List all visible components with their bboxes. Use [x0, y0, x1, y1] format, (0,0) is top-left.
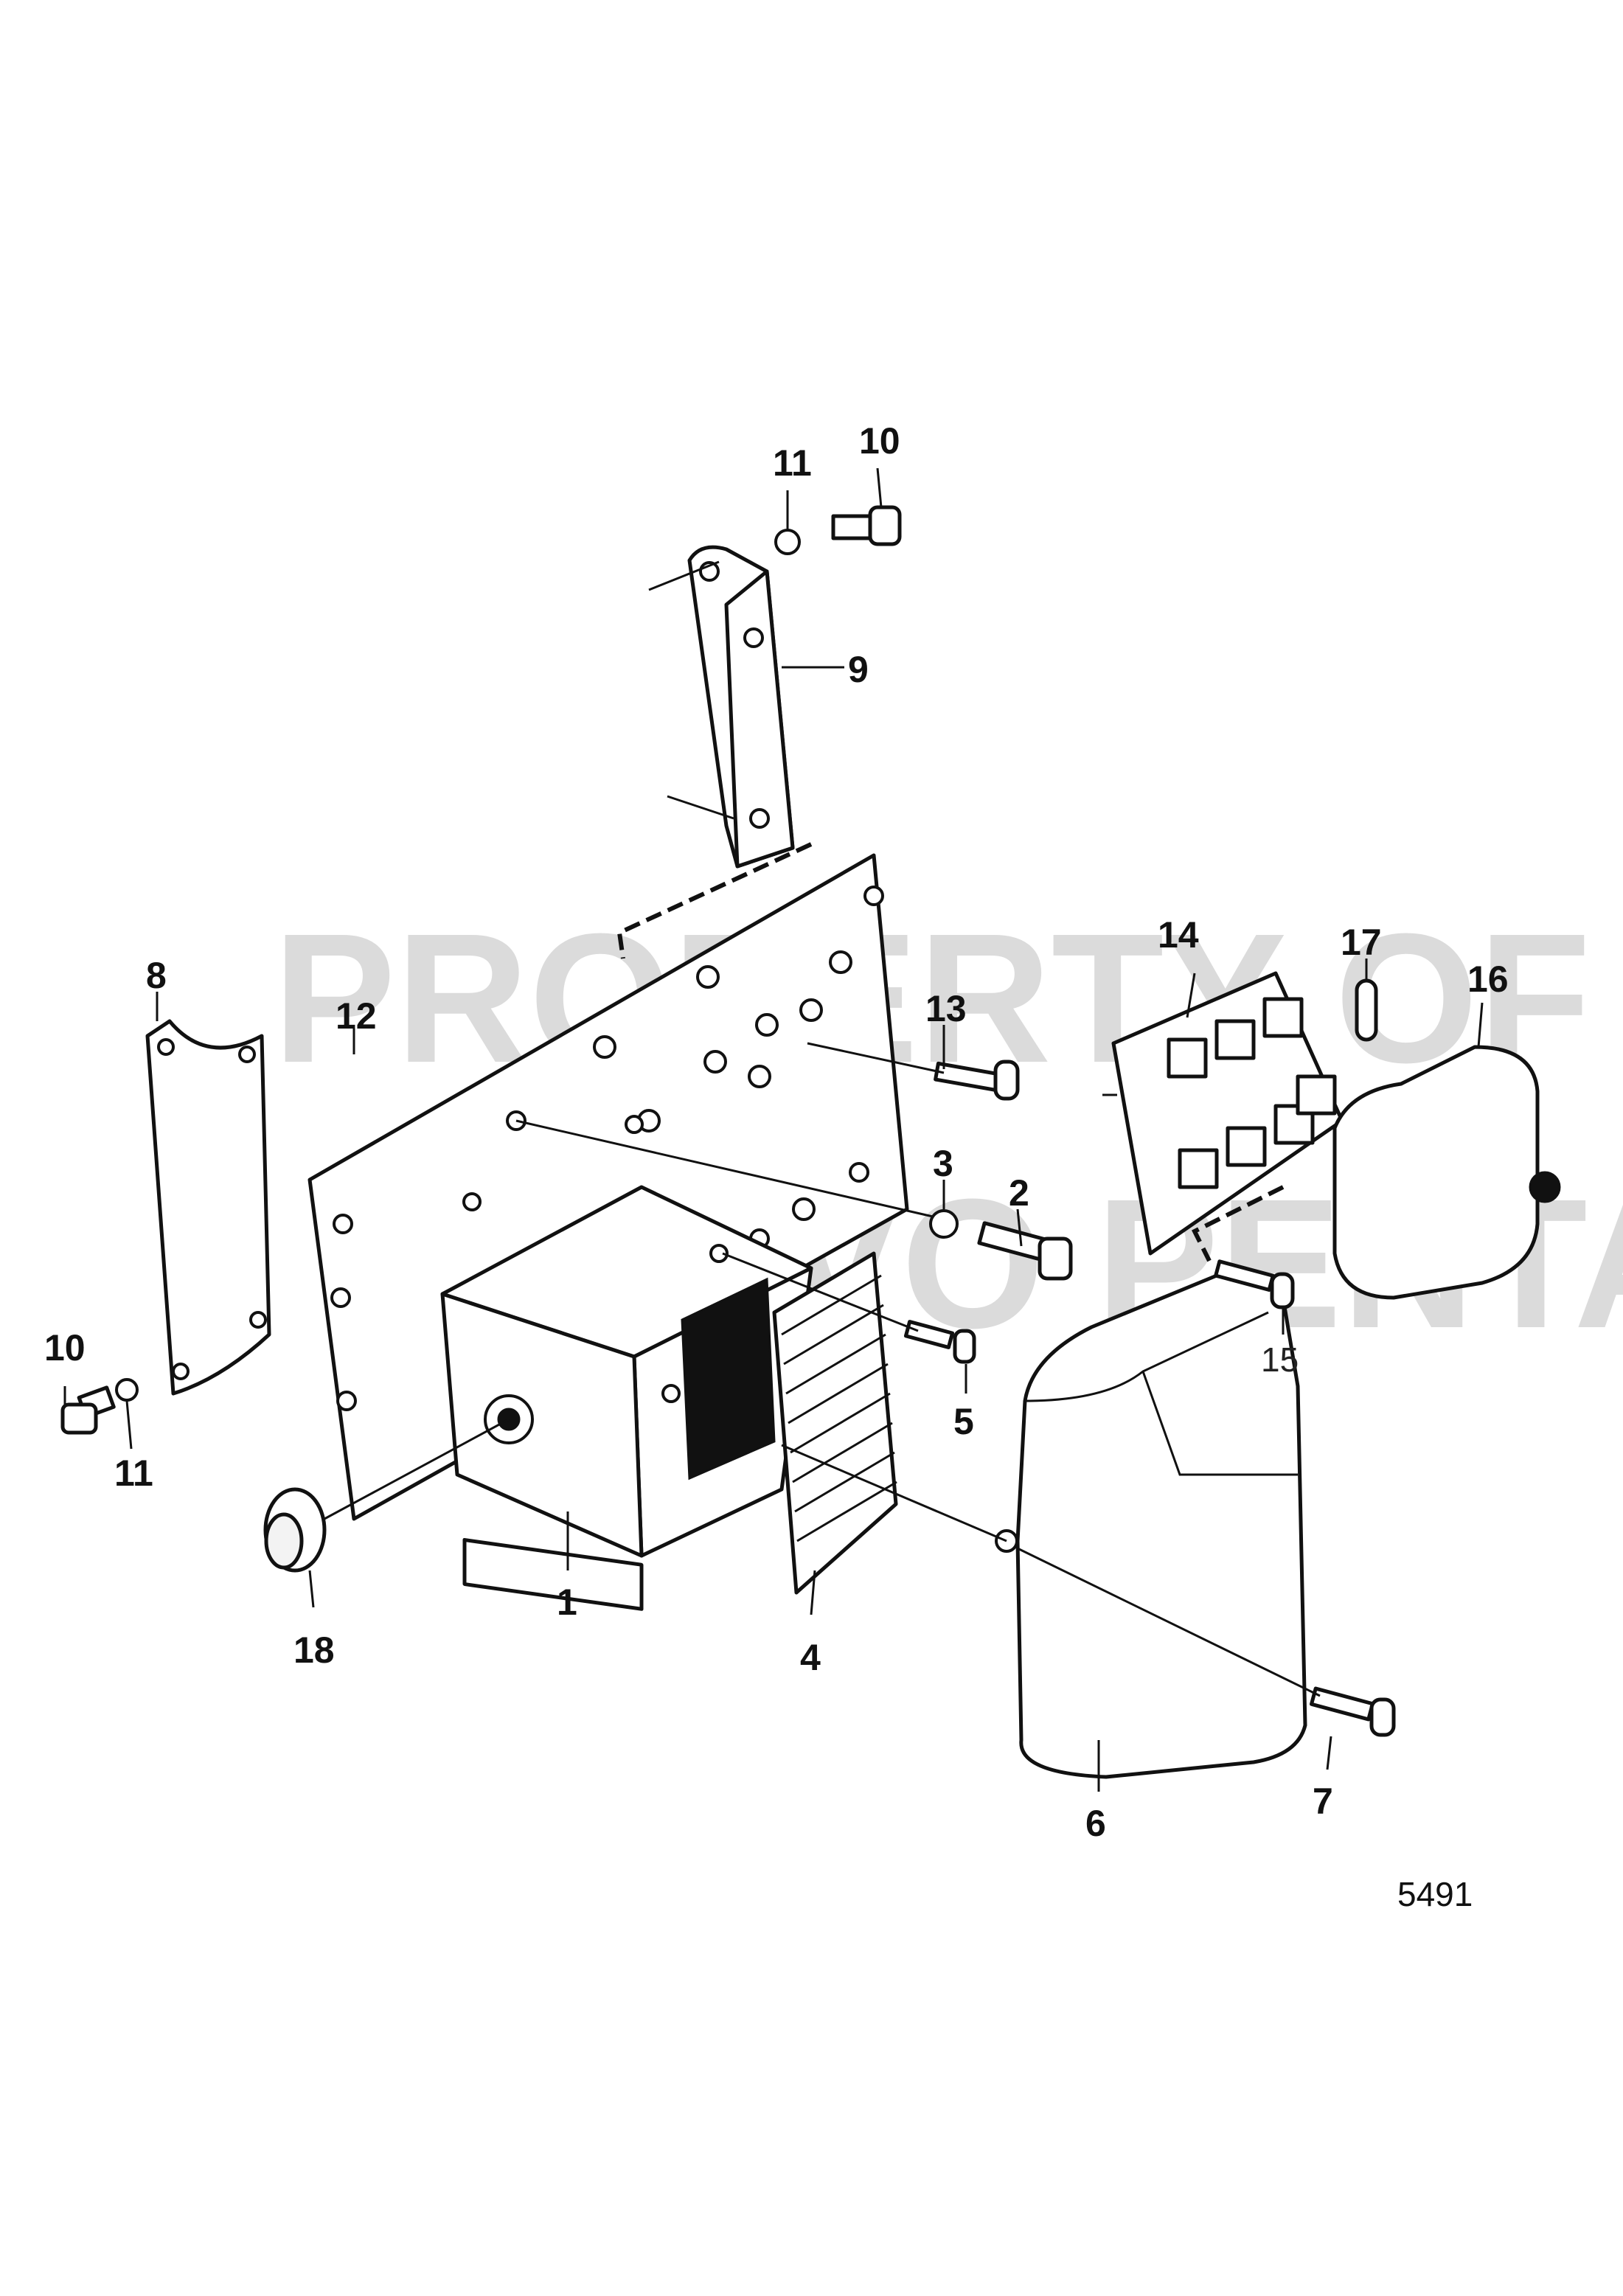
large-cover-part-6 — [995, 1269, 1307, 1779]
callout-18: 18 — [293, 1629, 335, 1671]
callout-9: 9 — [848, 649, 869, 690]
callout-12: 12 — [336, 995, 377, 1037]
callout-10-top: 10 — [859, 420, 900, 462]
leader-lines — [63, 467, 1484, 1792]
fuse-part-17 — [1355, 978, 1378, 1042]
terminal-block-dashline — [1191, 1185, 1285, 1262]
callout-1: 1 — [557, 1582, 577, 1623]
callout-17: 17 — [1341, 922, 1382, 963]
bolt-part-10-top — [831, 505, 902, 546]
washer-part-11-top — [774, 529, 801, 555]
callout-11-top: 11 — [773, 442, 812, 484]
main-housing-part-1 — [440, 1115, 813, 1611]
callout-7: 7 — [1313, 1781, 1333, 1822]
screw-part-7 — [1310, 1686, 1396, 1737]
callout-15: 15 — [1261, 1340, 1299, 1379]
screw-part-15 — [1214, 1259, 1295, 1309]
grommet-part-18 — [263, 1487, 327, 1573]
callout-14: 14 — [1158, 914, 1199, 956]
cover-plate-part-8 — [145, 1019, 271, 1396]
washer-part-3 — [929, 1209, 959, 1239]
callout-5: 5 — [953, 1401, 974, 1442]
callout-16: 16 — [1467, 959, 1509, 1000]
figure-number: 5491 — [1397, 1875, 1473, 1913]
bracket-assembly-dashline — [616, 842, 813, 959]
callout-6: 6 — [1085, 1803, 1106, 1844]
washer-part-11-left — [115, 1378, 139, 1402]
callout-10-left: 10 — [44, 1327, 86, 1368]
screw-part-5 — [903, 1320, 976, 1364]
callout-13: 13 — [925, 988, 967, 1029]
callout-2: 2 — [1009, 1172, 1029, 1214]
bracket-part-9 — [687, 545, 795, 869]
bolt-part-10-left — [60, 1385, 116, 1435]
heatsink-part-4 — [772, 1251, 898, 1595]
cover-cap-part-16 — [1332, 1045, 1561, 1300]
callout-4: 4 — [800, 1637, 821, 1678]
callout-labels: 11 10 9 8 12 13 14 17 16 3 2 15 5 10 11 … — [44, 420, 1509, 1844]
callout-3: 3 — [933, 1143, 953, 1184]
callout-11-left: 11 — [114, 1453, 153, 1494]
terminal-block-part-14 — [1111, 971, 1344, 1256]
bolt-part-2 — [977, 1221, 1073, 1281]
callout-8: 8 — [146, 955, 167, 996]
